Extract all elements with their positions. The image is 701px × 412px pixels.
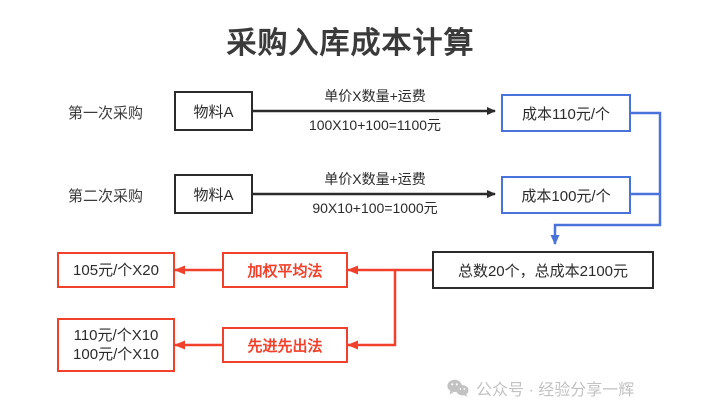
- row-label-first-purchase: 第一次采购: [68, 105, 144, 122]
- method-box-weighted-average-label: 加权平均法: [247, 262, 323, 280]
- method-box-fifo: 先进先出法: [222, 327, 348, 363]
- cost-box-row2: 成本100元/个: [501, 176, 631, 214]
- edge-label-row2-bottom: 90X10+100=1000元: [312, 200, 438, 216]
- total-summary-box: 总数20个，总成本2100元: [432, 251, 654, 289]
- material-box-row2-label: 物料A: [193, 186, 234, 204]
- material-box-row1-label: 物料A: [193, 103, 234, 121]
- row-label-second-purchase: 第二次采购: [68, 188, 144, 205]
- result-box-weighted-average: 105元/个X20: [57, 252, 175, 288]
- method-box-weighted-average: 加权平均法: [222, 252, 348, 288]
- watermark: 公众号 · 经验分享一辉: [447, 376, 634, 400]
- edge-label-row2-top: 单价X数量+运费: [324, 171, 426, 187]
- result-box-weighted-average-line1: 105元/个X20: [73, 261, 159, 279]
- cost-box-row1-label: 成本110元/个: [521, 105, 611, 123]
- arrow-to-fifo: [347, 270, 397, 350]
- result-box-fifo: 110元/个X10 100元/个X10: [57, 318, 175, 372]
- edge-label-row1-bottom: 100X10+100=1100元: [308, 117, 442, 133]
- method-box-fifo-label: 先进先出法: [247, 337, 323, 355]
- wechat-icon: [447, 379, 469, 397]
- total-summary-label: 总数20个，总成本2100元: [457, 262, 629, 280]
- cost-box-row1: 成本110元/个: [501, 94, 631, 132]
- cost-box-row2-label: 成本100元/个: [521, 187, 611, 205]
- watermark-text: 公众号 · 经验分享一辉: [476, 382, 635, 399]
- result-box-fifo-line2: 100元/个X10: [73, 346, 159, 363]
- page-title: 采购入库成本计算: [226, 27, 475, 60]
- material-box-row1: 物料A: [174, 91, 253, 131]
- result-box-fifo-line1: 110元/个X10: [73, 327, 159, 344]
- material-box-row2: 物料A: [174, 174, 253, 214]
- edge-label-row1-top: 单价X数量+运费: [324, 88, 426, 104]
